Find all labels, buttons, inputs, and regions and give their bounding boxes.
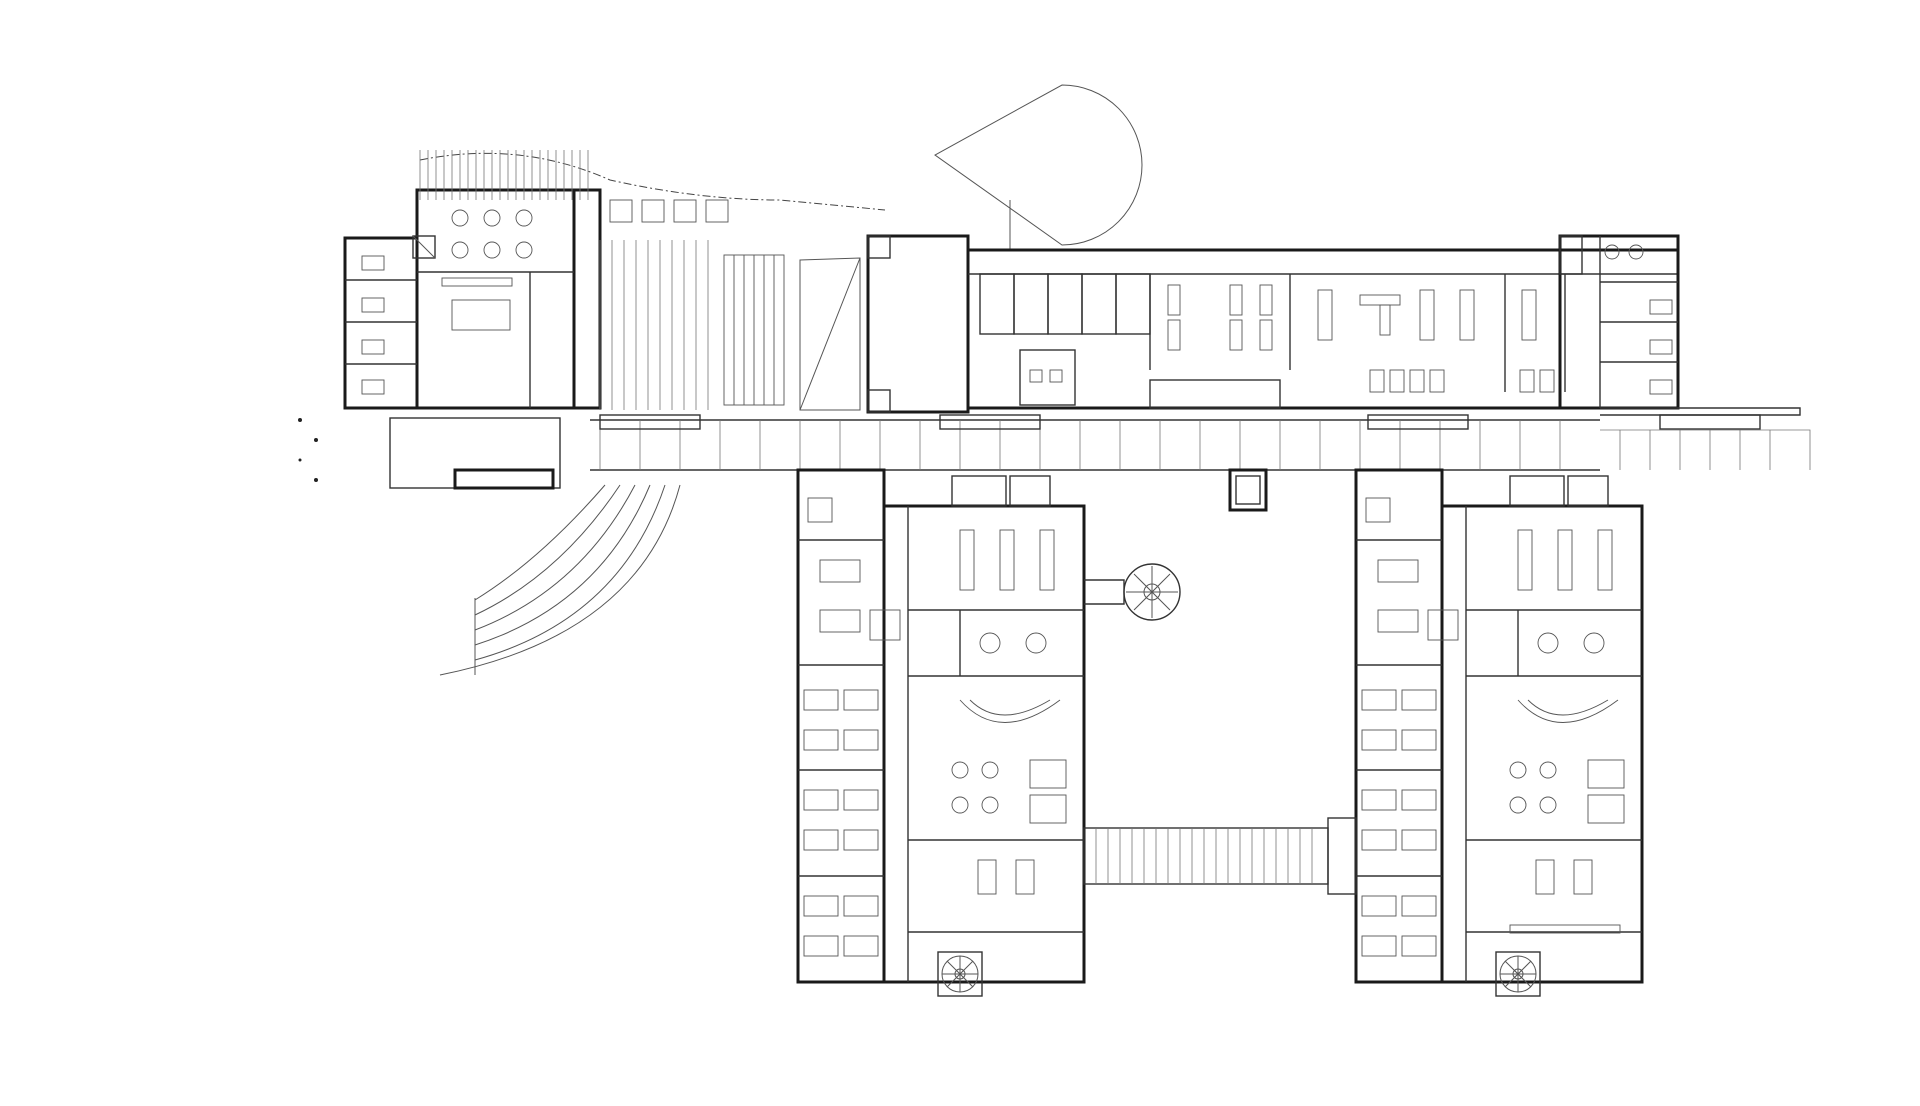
- east-admin-wing: [1558, 234, 1680, 410]
- central-corridor: [590, 407, 1811, 512]
- canopy-semicircle-icon: [934, 84, 1143, 250]
- entry-steps: [298, 418, 681, 676]
- west-admin-wing: [343, 188, 576, 490]
- spiral-stair-icon: [1495, 951, 1541, 997]
- bridge: [1083, 817, 1357, 895]
- west-classroom-wing: [796, 468, 1181, 997]
- spiral-stair-icon: [1084, 563, 1181, 621]
- lift-icon: [1235, 475, 1261, 505]
- east-classroom-wing: [1354, 468, 1644, 997]
- spiral-stair-icon: [937, 951, 983, 997]
- auditorium: [419, 150, 970, 414]
